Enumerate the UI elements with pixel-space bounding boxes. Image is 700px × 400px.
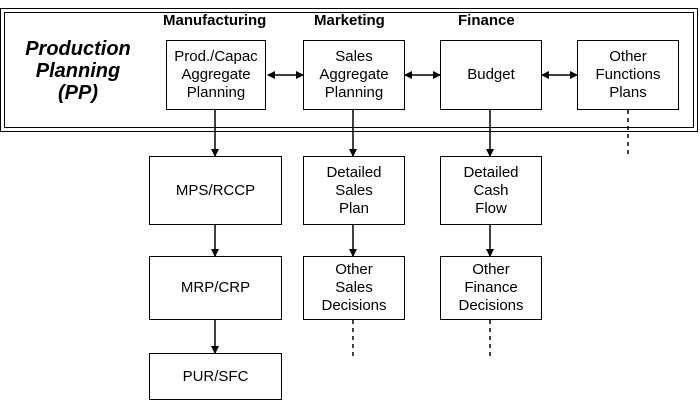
box-detailed-cash-flow: Detailed Cash Flow [440, 156, 542, 225]
box-prod-capac-aggregate-planning: Prod./Capac Aggregate Planning [166, 40, 266, 110]
box-other-sales-decisions: Other Sales Decisions [303, 256, 405, 320]
column-header-manufacturing: Manufacturing [163, 12, 267, 29]
production-planning-frame-outer [0, 8, 698, 132]
box-pur-sfc: PUR/SFC [149, 353, 282, 400]
box-other-functions-plans: Other Functions Plans [577, 40, 679, 110]
production-planning-frame-inner [4, 12, 694, 128]
box-other-finance-decisions: Other Finance Decisions [440, 256, 542, 320]
box-mps-rccp: MPS/RCCP [149, 156, 282, 225]
box-budget: Budget [440, 40, 542, 110]
box-mrp-crp: MRP/CRP [149, 256, 282, 320]
production-planning-label: Production Planning (PP) [25, 38, 131, 104]
column-header-finance: Finance [458, 12, 515, 29]
box-detailed-sales-plan: Detailed Sales Plan [303, 156, 405, 225]
column-header-marketing: Marketing [314, 12, 385, 29]
box-sales-aggregate-planning: Sales Aggregate Planning [303, 40, 405, 110]
